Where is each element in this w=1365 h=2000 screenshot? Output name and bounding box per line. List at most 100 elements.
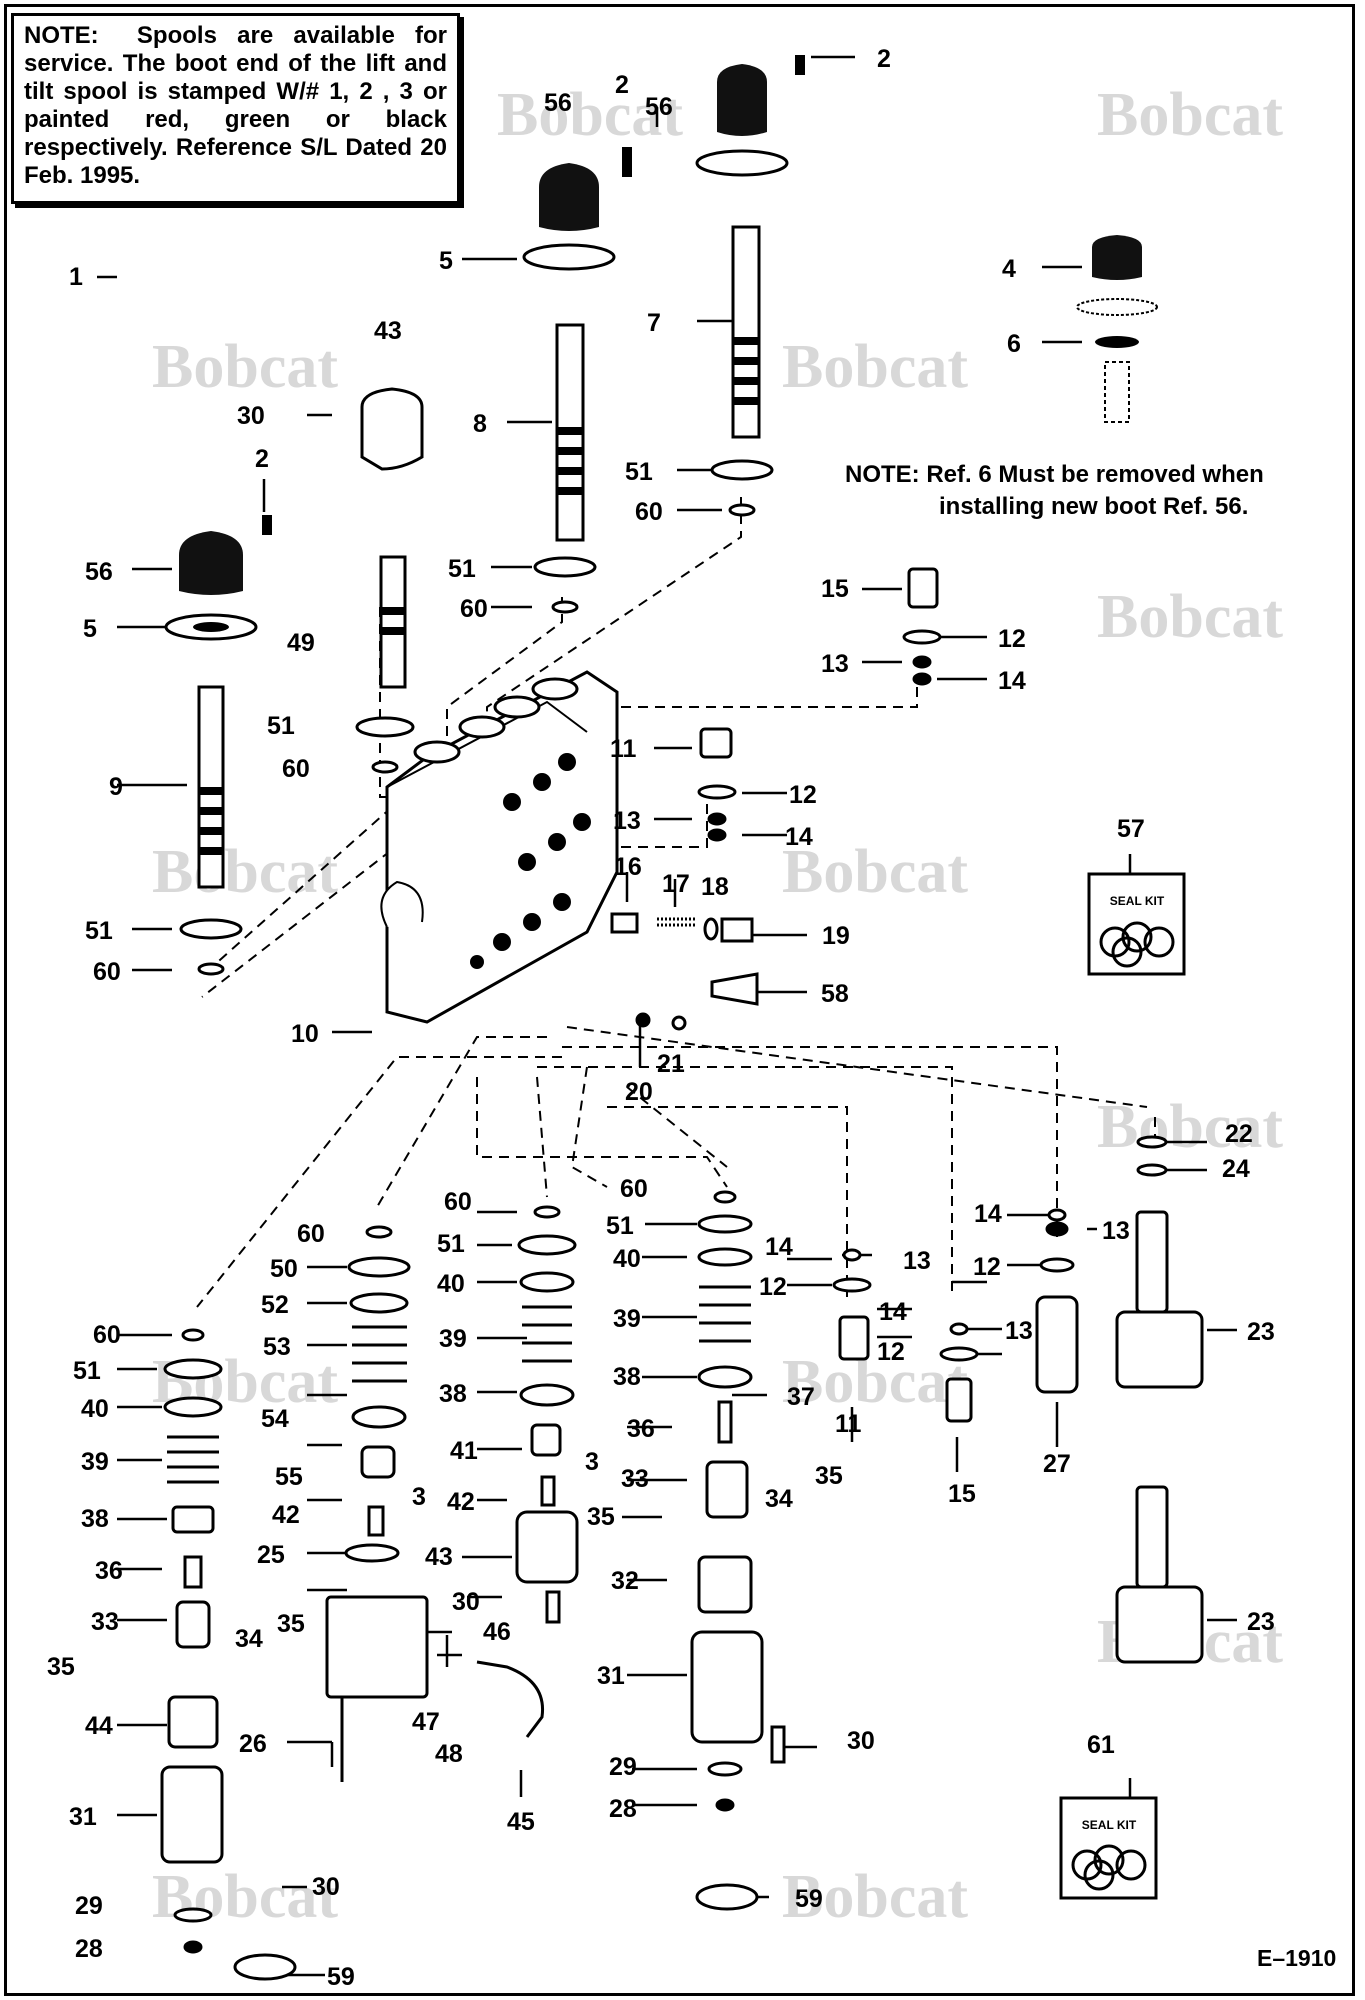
callout-38: 38 [81,1505,109,1533]
callout-9: 9 [109,773,123,801]
seal-kit-61: SEAL KIT [1059,1796,1158,1900]
callout-37: 37 [787,1383,815,1411]
callout-56: 56 [645,93,673,121]
note-lead: NOTE: [24,22,99,49]
callout-60: 60 [297,1220,325,1248]
callout-36: 36 [627,1415,655,1443]
callout-7: 7 [647,309,661,337]
callout-52: 52 [261,1291,289,1319]
callout-45: 45 [507,1808,535,1836]
callout-44: 44 [85,1712,113,1740]
callout-56: 56 [85,558,113,586]
fittings [697,567,979,1423]
callout-12: 12 [973,1253,1001,1281]
seal-kit-label: SEAL KIT [1110,894,1165,908]
spool-assembly-8 [522,147,632,614]
callout-33: 33 [91,1608,119,1636]
seal-kit-57: SEAL KIT [1087,872,1186,976]
lower-stack-right [690,1190,786,1911]
callout-20: 20 [625,1078,653,1106]
watermark: Bobcat [497,81,683,149]
lower-stack-46 [325,1225,545,1782]
seal-kit-label: SEAL KIT [1082,1818,1137,1832]
callout-46: 46 [483,1618,511,1646]
callout-32: 32 [611,1567,639,1595]
assembly-lines [196,497,1156,1308]
callout-41: 41 [450,1437,478,1465]
callout-40: 40 [613,1245,641,1273]
callout-13: 13 [1102,1217,1130,1245]
callout-40: 40 [81,1395,109,1423]
ref6-note: NOTE: Ref. 6 Must be removed when instal… [845,459,1264,523]
callout-49: 49 [287,629,315,657]
callout-30: 30 [847,1727,875,1755]
callout-19: 19 [822,922,850,950]
spool-assembly-9 [164,515,272,976]
watermark: Bobcat [782,1863,968,1931]
callout-51: 51 [448,555,476,583]
callout-35: 35 [277,1610,305,1638]
callout-40: 40 [437,1270,465,1298]
callout-12: 12 [877,1338,905,1366]
callout-27: 27 [1043,1450,1071,1478]
drawing-number: E–1910 [1257,1945,1337,1971]
service-note: NOTE: Spools are available for service. … [11,13,460,204]
callout-55: 55 [275,1463,303,1491]
callout-42: 42 [447,1488,475,1516]
callout-12: 12 [998,625,1026,653]
callout-38: 38 [439,1380,467,1408]
callout-5: 5 [439,247,453,275]
callout-51: 51 [625,458,653,486]
callout-labels: 1 2 2 2 3 3 4 5 5 6 7 8 9 10 11 11 12 12… [47,45,1275,1991]
callout-3: 3 [412,1483,426,1511]
callout-14: 14 [974,1200,1002,1228]
callout-35: 35 [815,1462,843,1490]
callout-56: 56 [544,89,572,117]
watermark: Bobcat [152,333,338,401]
callout-24: 24 [1222,1155,1250,1183]
callout-51: 51 [437,1230,465,1258]
callout-43: 43 [374,317,402,345]
callout-39: 39 [613,1305,641,1333]
callout-2: 2 [615,71,629,99]
boot-4 [1076,235,1158,423]
callout-23: 23 [1247,1318,1275,1346]
watermark: Bobcat [152,1863,338,1931]
callout-5: 5 [83,615,97,643]
callout-17: 17 [662,870,690,898]
callout-30: 30 [312,1873,340,1901]
watermark: Bobcat [782,838,968,906]
callout-60: 60 [444,1188,472,1216]
callout-34: 34 [235,1625,263,1653]
callout-53: 53 [263,1333,291,1361]
callout-11: 11 [835,1410,862,1438]
callout-47: 47 [412,1708,440,1736]
callout-51: 51 [606,1212,634,1240]
callout-35: 35 [47,1653,75,1681]
watermark: Bobcat [1097,81,1283,149]
callout-36: 36 [95,1557,123,1585]
callout-12: 12 [759,1273,787,1301]
callout-57: 57 [1117,815,1145,843]
callout-16: 16 [614,853,642,881]
callout-12: 12 [789,781,817,809]
callout-13: 13 [613,807,641,835]
callout-14: 14 [785,823,813,851]
callout-60: 60 [282,755,310,783]
callout-28: 28 [75,1935,103,1963]
callout-51: 51 [73,1357,101,1385]
callout-6: 6 [1007,330,1021,358]
watermark-layer: Bobcat Bobcat Bobcat Bobcat Bobcat Bobca… [152,81,1283,1931]
lower-stack-43 [515,1205,579,1624]
watermark: Bobcat [152,838,338,906]
callout-13: 13 [903,1247,931,1275]
callout-31: 31 [69,1803,97,1831]
callout-59: 59 [327,1963,355,1991]
callout-38: 38 [613,1363,641,1391]
callout-2: 2 [877,45,891,73]
callout-51: 51 [267,712,295,740]
lower-stack-left [160,1328,297,1981]
callout-34: 34 [765,1485,793,1513]
switch-23 [1115,1135,1204,1664]
callout-23: 23 [1247,1608,1275,1636]
